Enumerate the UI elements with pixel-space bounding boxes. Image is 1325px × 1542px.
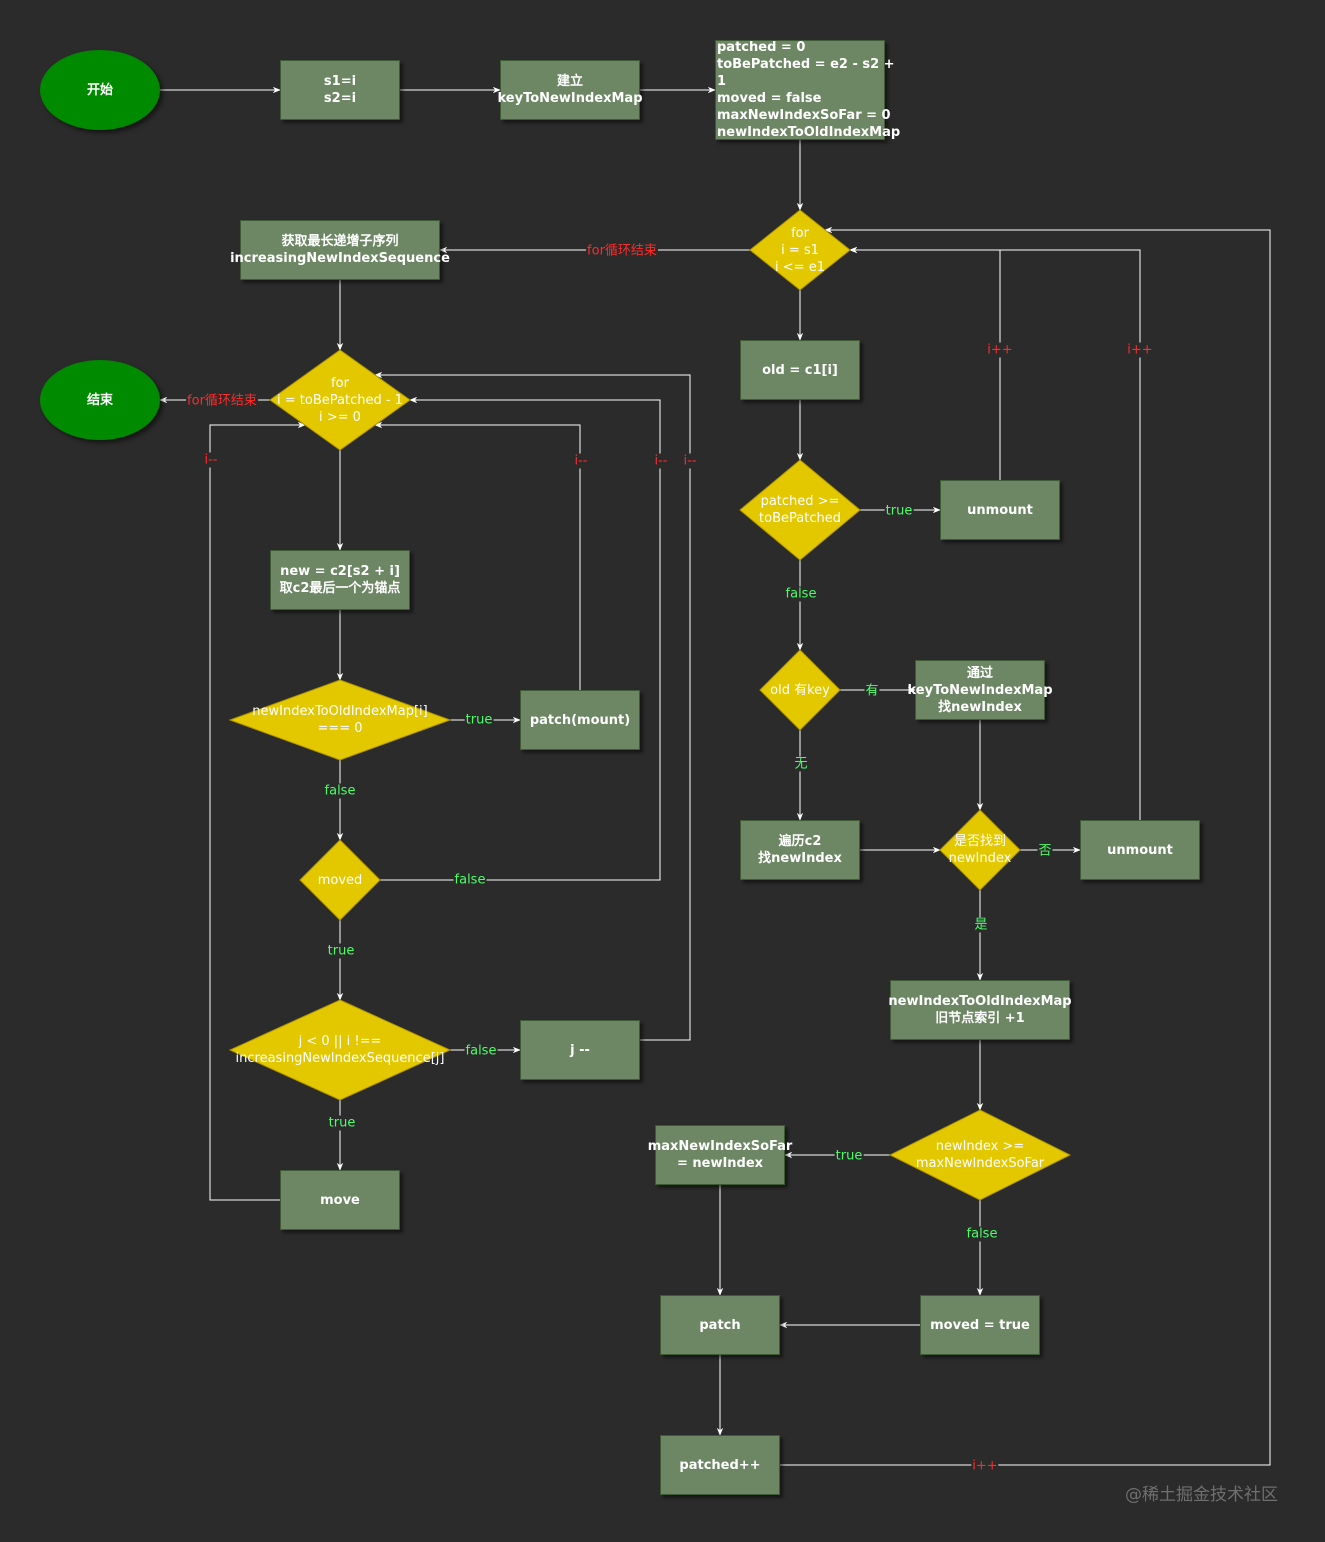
edge-label-true-mount: true bbox=[464, 712, 494, 728]
moved-decision: moved bbox=[299, 839, 381, 921]
move-node: move bbox=[280, 1170, 400, 1230]
edge-unmount2-to-for1 bbox=[849, 246, 1141, 820]
find-by-map-node: 通过 keyToNewIndexMap 找newIndex bbox=[908, 660, 1053, 720]
for2-label: for i = toBePatched - 1 i >= 0 bbox=[277, 375, 403, 425]
edge-label-i-inc-2: i++ bbox=[1126, 342, 1154, 358]
edge-label-for-end-1: for循环结束 bbox=[586, 243, 658, 259]
edge-label-i-inc-3: i++ bbox=[971, 1458, 999, 1474]
edge-label-false-max: false bbox=[965, 1226, 999, 1242]
edge-unmount1-to-for1 bbox=[849, 246, 1001, 480]
edge-jdec-to-for2 bbox=[374, 371, 691, 1041]
edge-label-true-max: true bbox=[834, 1148, 864, 1164]
edge-label-false-patched: false bbox=[784, 586, 818, 602]
edge-patchmount-to-for2 bbox=[374, 421, 581, 690]
edge-label-wu: 无 bbox=[793, 756, 809, 772]
edge-label-false-moved: false bbox=[453, 872, 487, 888]
set-map-node: newIndexToOldIndexMap 旧节点索引 +1 bbox=[888, 980, 1072, 1040]
old-has-key-label: old 有key bbox=[770, 682, 830, 698]
map-zero-decision: newIndexToOldIndexMap[i] === 0 bbox=[228, 679, 452, 761]
get-lis-node: 获取最长递增子序列 increasingNewIndexSequence bbox=[230, 220, 450, 280]
edge-label-false-j: false bbox=[464, 1043, 498, 1059]
edge-label-i-inc-1: i++ bbox=[986, 342, 1014, 358]
edge-label-for-end-2: for循环结束 bbox=[186, 393, 258, 409]
edge-label-i-dec-3: i-- bbox=[653, 453, 669, 469]
init-vars-node: patched = 0 toBePatched = e2 - s2 + 1 mo… bbox=[715, 40, 901, 140]
edge-move-to-for2 bbox=[209, 421, 306, 1201]
build-map-node: 建立 keyToNewIndexMap bbox=[498, 60, 643, 120]
moved-true-node: moved = true bbox=[920, 1295, 1040, 1355]
edge-moved-to-for2 bbox=[380, 396, 661, 881]
patch-mount-node: patch(mount) bbox=[520, 690, 640, 750]
newindex-cmp-decision: newIndex >= maxNewIndexSoFar bbox=[888, 1109, 1072, 1201]
j-check-decision: j < 0 || i !== increasingNewIndexSequenc… bbox=[228, 999, 452, 1101]
old-node: old = c1[i] bbox=[740, 340, 860, 400]
traverse-c2-node: 遍历c2 找newIndex bbox=[740, 820, 860, 880]
edge-label-fou: 否 bbox=[1037, 843, 1053, 859]
assign-s-node: s1=i s2=i bbox=[280, 60, 400, 120]
edge-label-false-map: false bbox=[323, 783, 357, 799]
max-set-node: maxNewIndexSoFar = newIndex bbox=[648, 1125, 792, 1185]
unmount1-node: unmount bbox=[940, 480, 1060, 540]
j-dec-node: j -- bbox=[520, 1020, 640, 1080]
j-check-label: j < 0 || i !== increasingNewIndexSequenc… bbox=[235, 1034, 445, 1066]
edge-label-you: 有 bbox=[864, 683, 880, 699]
old-has-key-decision: old 有key bbox=[759, 649, 841, 731]
edge-label-shi: 是 bbox=[973, 917, 989, 933]
watermark: @稀土掘金技术社区 bbox=[1125, 1485, 1278, 1505]
patched-inc-node: patched++ bbox=[660, 1435, 780, 1495]
new-anchor-node: new = c2[s2 + i] 取c2最后一个为锚点 bbox=[270, 550, 410, 610]
patch-node: patch bbox=[660, 1295, 780, 1355]
moved-label: moved bbox=[317, 872, 363, 888]
end-node: 结束 bbox=[40, 360, 160, 440]
newindex-cmp-label: newIndex >= maxNewIndexSoFar bbox=[915, 1139, 1045, 1171]
edge-label-true-moved: true bbox=[326, 943, 356, 959]
for1-label: for i = s1 i <= e1 bbox=[775, 225, 825, 275]
for1-decision: for i = s1 i <= e1 bbox=[749, 209, 851, 291]
for2-decision: for i = toBePatched - 1 i >= 0 bbox=[269, 349, 411, 451]
edge-label-true-j: true bbox=[327, 1115, 357, 1131]
edge-label-i-dec-4: i-- bbox=[682, 453, 698, 469]
edge-label-i-dec-1: i-- bbox=[203, 452, 219, 468]
found-label: 是否找到 newIndex bbox=[948, 834, 1012, 866]
edge-patchedinc-to-for1 bbox=[780, 226, 1271, 1466]
map-zero-label: newIndexToOldIndexMap[i] === 0 bbox=[252, 704, 428, 736]
patched-cmp-decision: patched >= toBePatched bbox=[739, 459, 861, 561]
edge-label-i-dec-2: i-- bbox=[573, 453, 589, 469]
start-node: 开始 bbox=[40, 50, 160, 130]
found-decision: 是否找到 newIndex bbox=[939, 809, 1021, 891]
patched-cmp-label: patched >= toBePatched bbox=[759, 494, 841, 526]
edge-label-true-unmount: true bbox=[884, 503, 914, 519]
unmount2-node: unmount bbox=[1080, 820, 1200, 880]
